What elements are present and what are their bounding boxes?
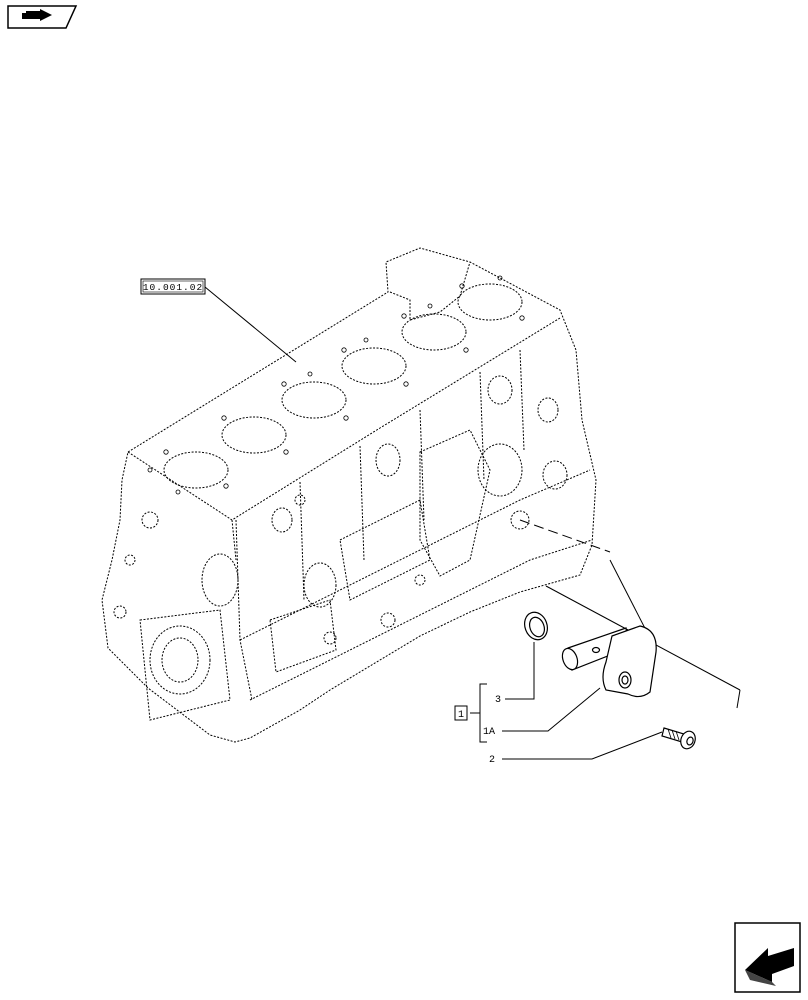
axis-line (519, 519, 611, 553)
callout-washer[interactable]: 3 (495, 695, 501, 706)
reference-label: 10.001.02 (143, 282, 203, 293)
callout-nozzle[interactable]: 1A (483, 727, 495, 738)
leader-nozzle (502, 687, 601, 732)
leader-washer (505, 642, 535, 700)
callout-screw[interactable]: 2 (489, 755, 495, 766)
screw-part (661, 727, 696, 750)
book-arrow-icon[interactable] (7, 5, 78, 29)
nozzle-part (561, 625, 657, 698)
group-bracket (470, 683, 487, 743)
washer-part (524, 611, 548, 641)
group-label-box[interactable]: 1 (454, 705, 468, 721)
group-label: 1 (458, 710, 464, 721)
leader-screw (502, 731, 663, 760)
reference-leader (204, 286, 297, 363)
next-page-arrow-icon[interactable] (734, 922, 801, 993)
reference-box[interactable]: 10.001.02 (140, 278, 206, 295)
engine-block (101, 247, 597, 743)
